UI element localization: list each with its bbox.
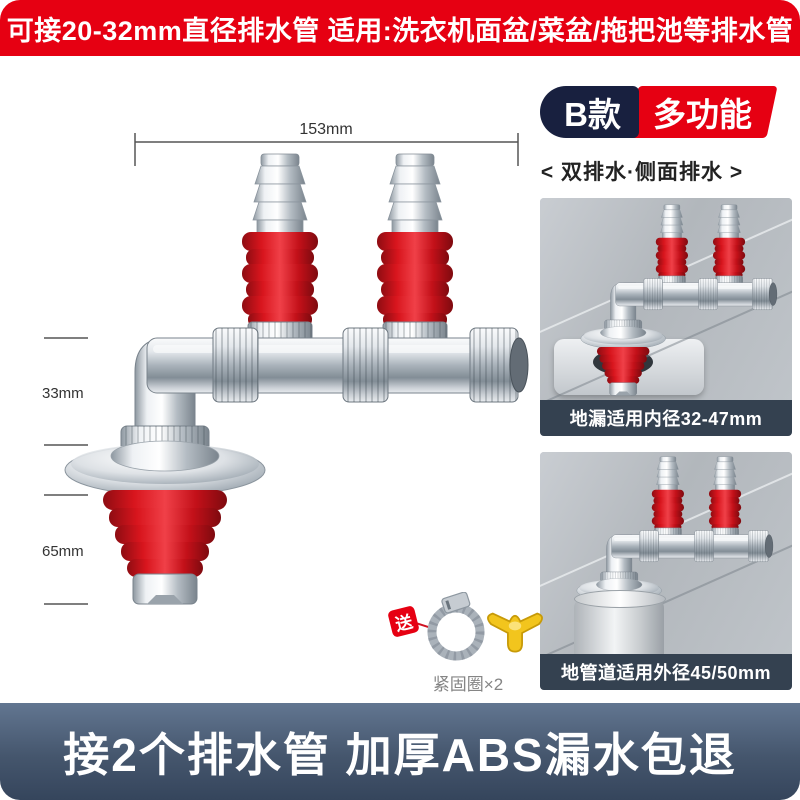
gift-tag: 送 [387, 605, 420, 638]
panel-floor-drain-photo [540, 198, 792, 400]
dimension-upper [44, 337, 88, 446]
wing-nut-icon [487, 612, 543, 653]
floor-pipe [574, 590, 666, 654]
bottom-banner: 接2个排水管 加厚ABS漏水包退 [0, 703, 800, 800]
panel-floor-pipe-photo [540, 452, 792, 654]
gift-cluster: 送 紧固圈×2 [387, 592, 548, 696]
product-image: 153mm 33mm 65mm [42, 121, 540, 605]
hose-clamp-icon [427, 592, 485, 661]
badge-feature-shape: 多功能 [627, 86, 778, 138]
dimension-lower-label: 65mm [42, 543, 84, 560]
top-banner: 可接20-32mm直径排水管 适用:洗衣机面盆/菜盆/拖把池等排水管 [0, 0, 800, 56]
panel-caption: 地管道适用外径45/50mm [540, 654, 792, 690]
bottom-banner-text: 接2个排水管 加厚ABS漏水包退 [63, 728, 737, 781]
top-banner-text: 可接20-32mm直径排水管 适用:洗衣机面盆/菜盆/拖把池等排水管 [6, 15, 794, 46]
badge-feature: 多功能 [653, 96, 752, 133]
badge-model: B款 [540, 86, 639, 138]
dimension-lower [44, 494, 88, 605]
subtitle: < 双排水·侧面排水 > [540, 161, 744, 184]
mini-product-1 [568, 198, 780, 397]
model-badge: B款 多功能 [540, 86, 778, 138]
dimension-upper-label: 33mm [42, 385, 84, 402]
dimension-width [134, 133, 519, 166]
panel-caption: 地漏适用内径32-47mm [540, 400, 792, 436]
gift-caption: 紧固圈×2 [432, 675, 504, 694]
panel-floor-drain: 地漏适用内径32-47mm [540, 198, 792, 436]
dimension-width-label: 153mm [299, 121, 352, 138]
panel-floor-pipe: 地管道适用外径45/50mm [540, 452, 792, 690]
